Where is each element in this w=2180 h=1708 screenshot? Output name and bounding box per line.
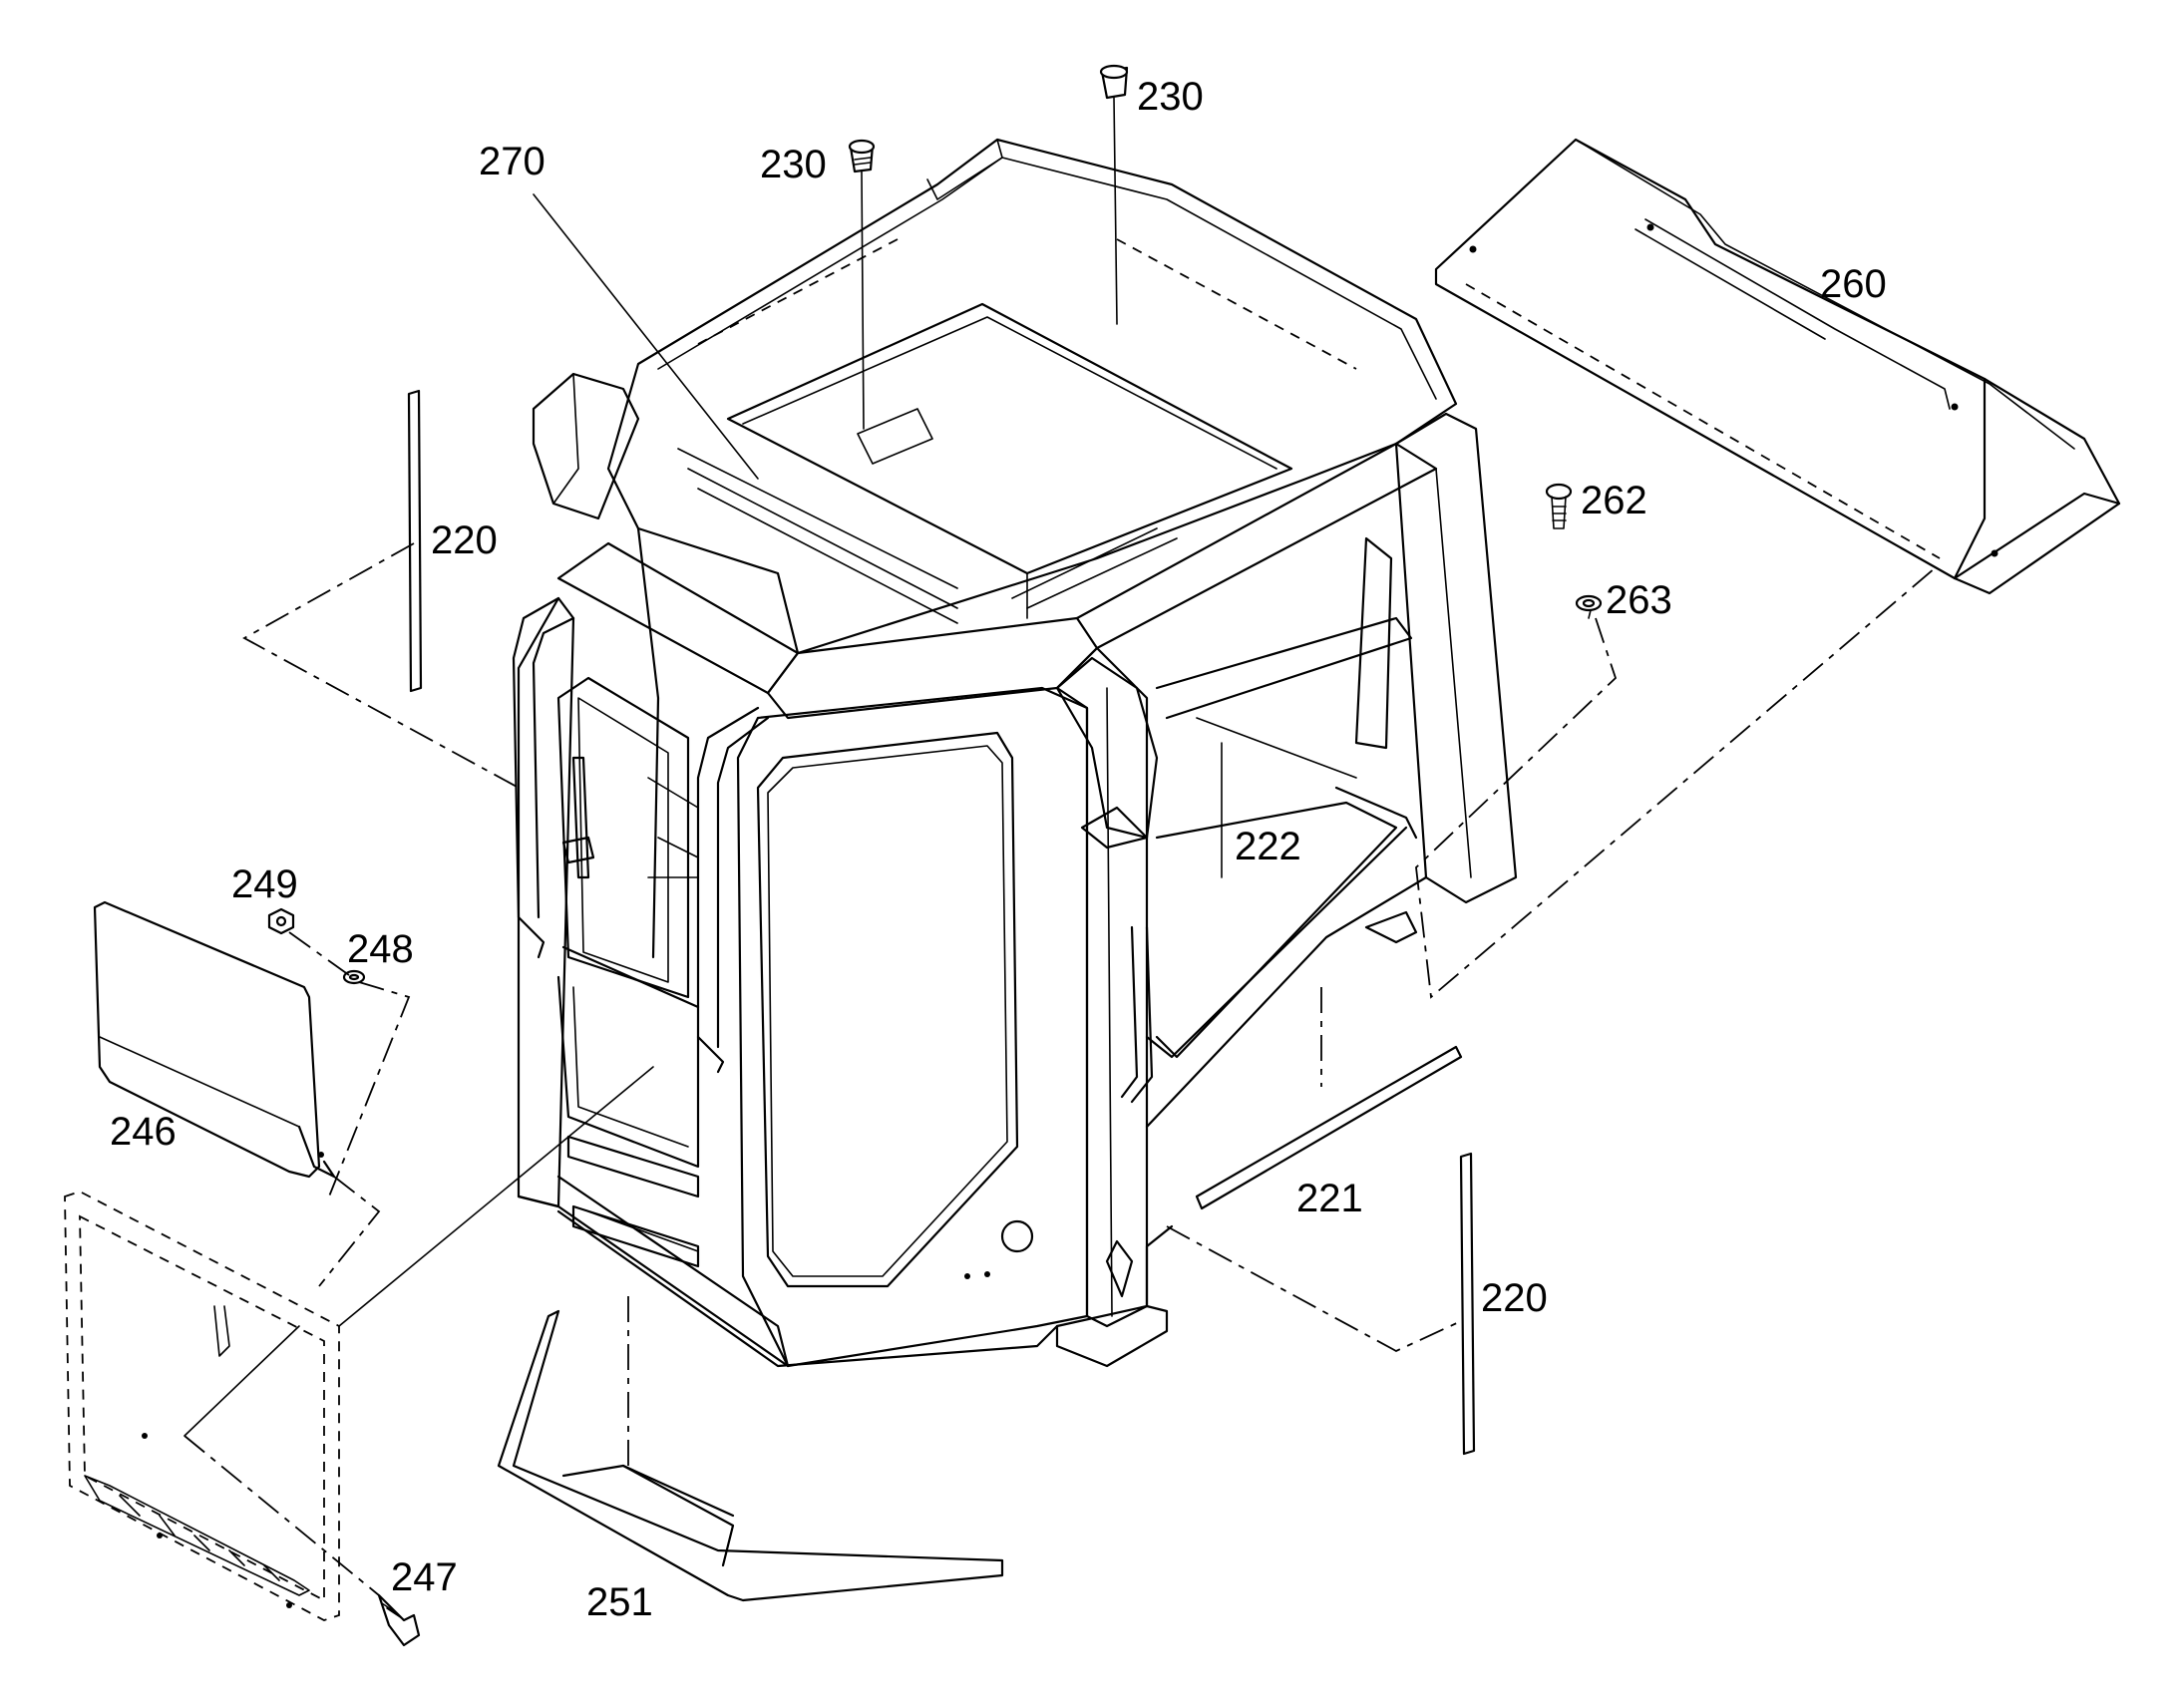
leader-lines	[183, 97, 1936, 1596]
part-251-floor-trim	[497, 1309, 1004, 1602]
callout-labels: 230 230 270 260 220 262 263 222 249 248 …	[110, 75, 1887, 1624]
roof-frame	[532, 138, 1458, 655]
cab-body	[512, 412, 1518, 1368]
callout-222: 222	[1235, 825, 1301, 868]
callout-247: 247	[391, 1555, 458, 1599]
callout-249: 249	[231, 862, 298, 906]
callout-263: 263	[1606, 578, 1672, 622]
callout-251: 251	[586, 1580, 653, 1624]
callout-230-right: 230	[1137, 75, 1204, 119]
part-247-phantom-panel	[64, 1191, 421, 1647]
callout-260: 260	[1820, 262, 1887, 306]
hardware	[267, 64, 1603, 985]
callout-221: 221	[1296, 1177, 1363, 1220]
part-220-strip-right	[1459, 1152, 1476, 1456]
callout-246: 246	[110, 1110, 177, 1154]
callout-270: 270	[479, 140, 545, 183]
part-260-rear-cover	[1434, 138, 2121, 595]
callout-262: 262	[1581, 479, 1647, 522]
callout-220-bottom: 220	[1481, 1276, 1548, 1320]
callout-220-top: 220	[431, 518, 498, 562]
part-246-side-plate	[93, 900, 336, 1179]
callout-248: 248	[347, 927, 414, 971]
part-221-strip	[1195, 1045, 1463, 1210]
part-220-strip-left	[407, 389, 423, 693]
callout-230-left: 230	[760, 143, 827, 186]
